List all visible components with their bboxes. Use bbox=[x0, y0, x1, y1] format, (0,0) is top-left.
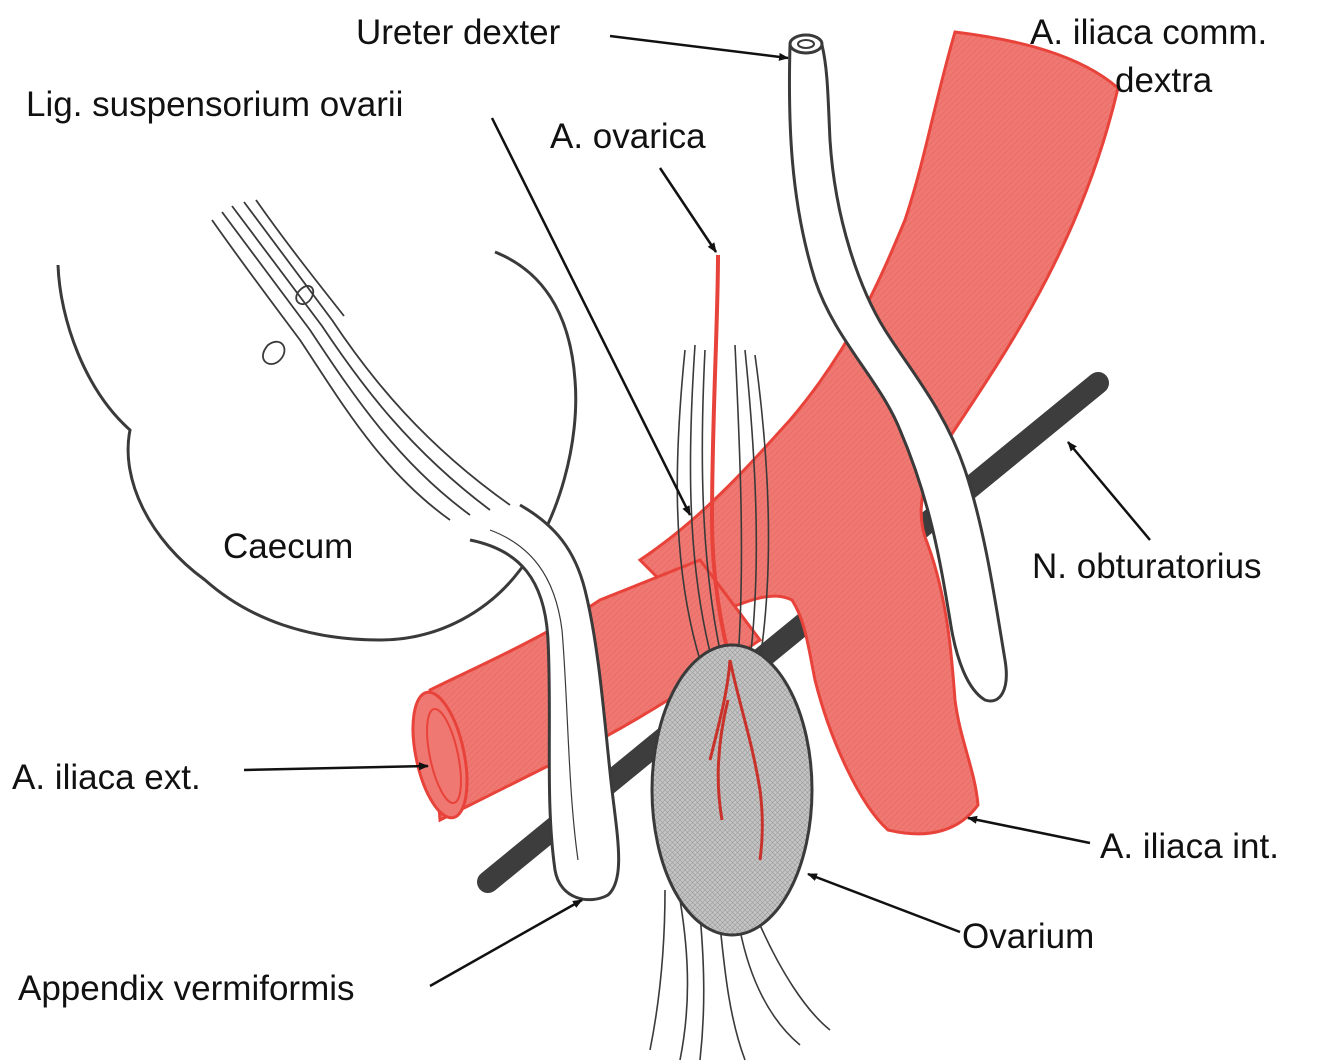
leader-ovarium bbox=[808, 874, 960, 932]
label-iliaca-comm-line2: dextra bbox=[1115, 61, 1213, 100]
leader-iliaca-int bbox=[968, 818, 1090, 843]
ovarium bbox=[652, 645, 812, 935]
label-n-obturatorius: N. obturatorius bbox=[1032, 547, 1262, 586]
label-caecum: Caecum bbox=[223, 527, 353, 566]
label-a-ovarica: A. ovarica bbox=[550, 117, 706, 156]
leader-a-ovarica bbox=[660, 168, 716, 252]
label-iliaca-int: A. iliaca int. bbox=[1100, 827, 1279, 866]
leader-lig-suspensorium bbox=[492, 118, 690, 515]
leader-ureter bbox=[610, 36, 788, 58]
label-appendix: Appendix vermiformis bbox=[18, 969, 355, 1008]
caecum bbox=[58, 252, 576, 640]
leader-iliaca-ext bbox=[244, 766, 428, 770]
mesoappendix-strands bbox=[212, 200, 510, 520]
label-iliaca-ext: A. iliaca ext. bbox=[12, 758, 201, 797]
label-lig-suspensorium: Lig. suspensorium ovarii bbox=[26, 85, 403, 124]
label-ovarium: Ovarium bbox=[962, 917, 1094, 956]
label-ureter-dexter: Ureter dexter bbox=[356, 13, 561, 52]
label-iliaca-comm-line1: A. iliaca comm. bbox=[1030, 13, 1267, 52]
leader-n-obturatorius bbox=[1068, 442, 1150, 540]
leader-appendix bbox=[430, 900, 582, 986]
